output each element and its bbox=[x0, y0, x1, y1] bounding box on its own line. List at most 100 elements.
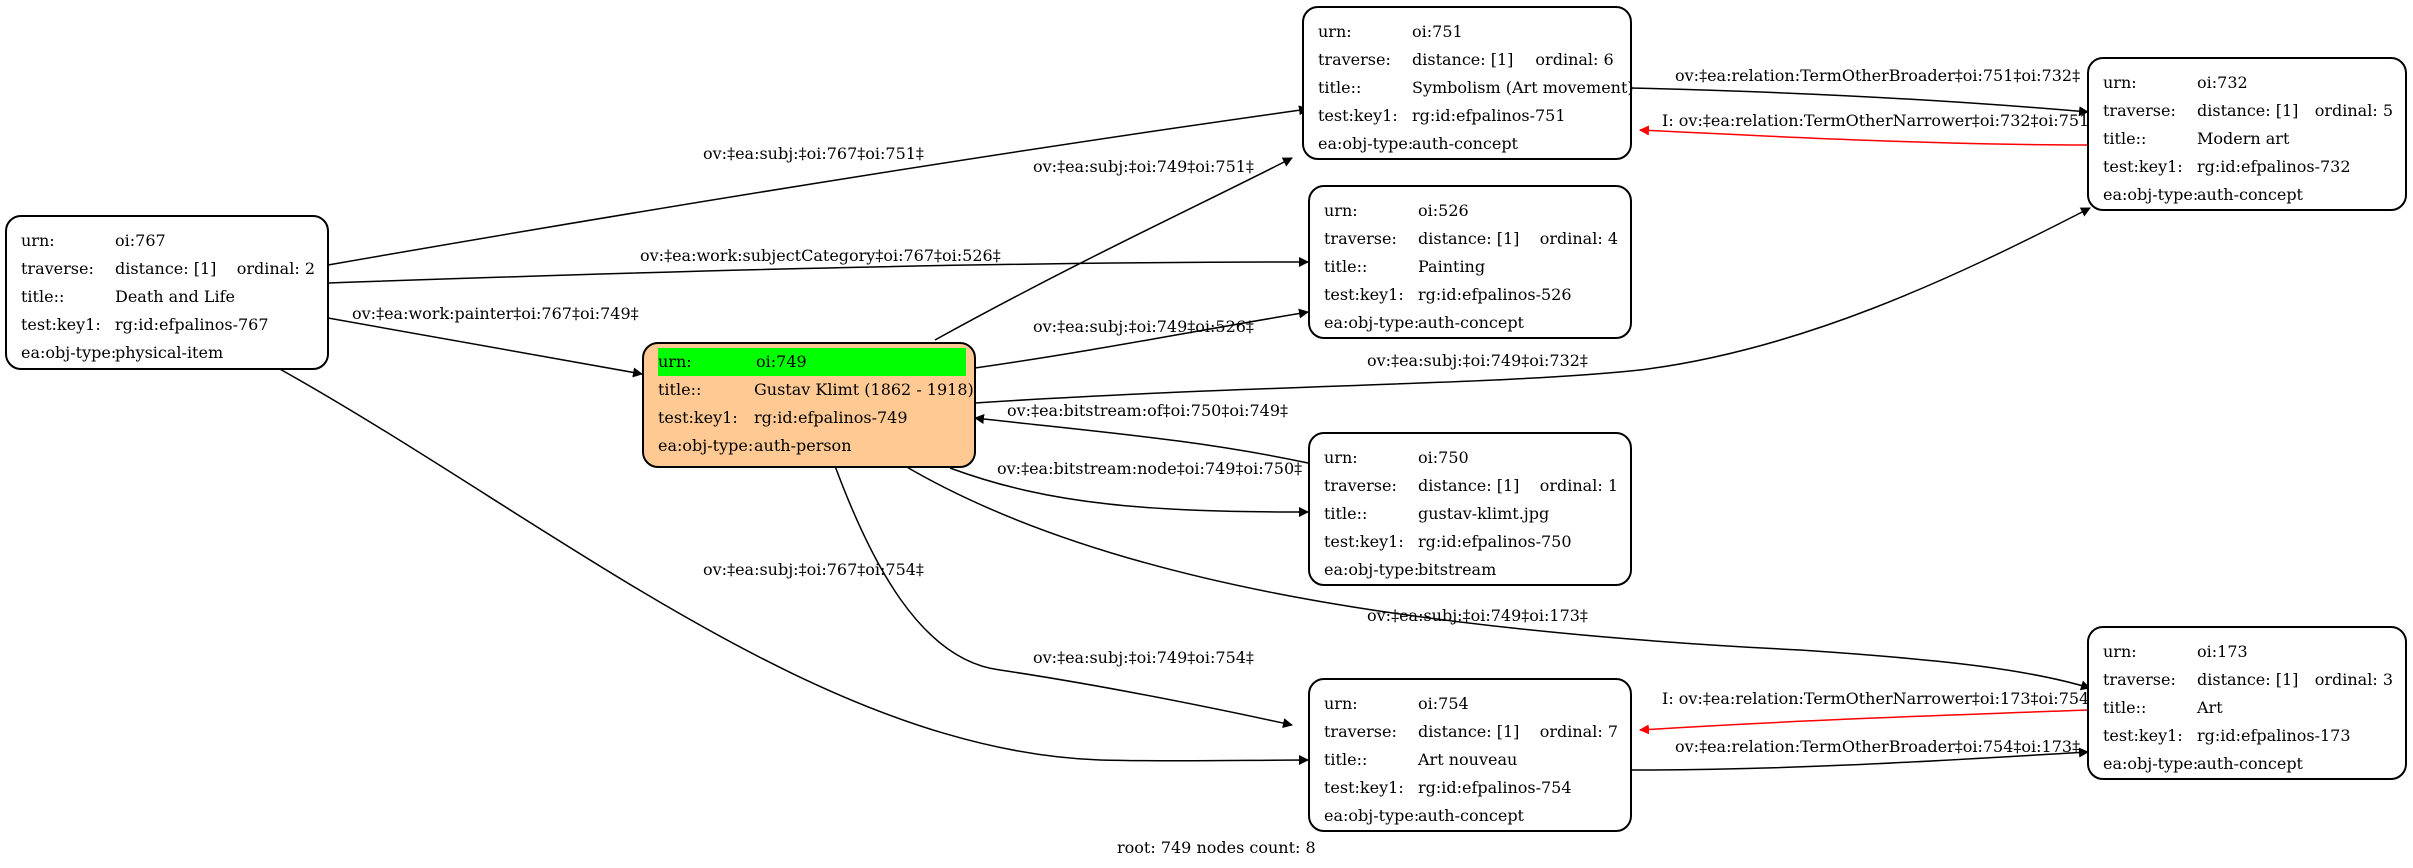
edge-label-767-751: ov:‡ea:subj:‡oi:767‡oi:751‡ bbox=[703, 144, 924, 163]
field-value: rg:id:efpalinos-173 bbox=[2197, 726, 2351, 745]
distance-value: distance: [1] bbox=[1418, 229, 1520, 248]
field-value: auth-concept bbox=[1418, 313, 1524, 332]
edge-label-749-732: ov:‡ea:subj:‡oi:749‡oi:732‡ bbox=[1367, 351, 1588, 370]
field-value: rg:id:efpalinos-767 bbox=[115, 315, 269, 334]
field-value: physical-item bbox=[115, 343, 224, 362]
edge-749-526 bbox=[974, 308, 1309, 369]
field-key: test:key1: bbox=[1324, 778, 1404, 797]
edge-754-173 bbox=[1629, 747, 2089, 771]
field-value: oi:750 bbox=[1418, 448, 1469, 467]
field-value: Symbolism (Art movement) bbox=[1412, 78, 1634, 97]
field-value: rg:id:efpalinos-750 bbox=[1418, 532, 1572, 551]
node-row-traverse: traverse: distance: [1] ordinal: 6 bbox=[1318, 46, 1618, 74]
field-value: oi:526 bbox=[1418, 201, 1469, 220]
field-key: ea:obj-type: bbox=[1324, 560, 1420, 579]
field-key: test:key1: bbox=[1324, 285, 1404, 304]
edge-label-754-173: ov:‡ea:relation:TermOtherBroader‡oi:754‡… bbox=[1675, 737, 2081, 756]
field-key: traverse: bbox=[2103, 670, 2176, 689]
field-value: oi:751 bbox=[1412, 22, 1463, 41]
field-key: test:key1: bbox=[1318, 106, 1398, 125]
field-key: title:: bbox=[2103, 698, 2147, 717]
ordinal-value: ordinal: 2 bbox=[236, 259, 315, 278]
node-row-urn: urn:oi:767 bbox=[21, 227, 315, 255]
field-value: auth-concept bbox=[2197, 185, 2303, 204]
edge-750-749 bbox=[974, 414, 1309, 464]
node-row-key: test:key1:rg:id:efpalinos-767 bbox=[21, 311, 315, 339]
node-row-type: ea:obj-type:auth-person bbox=[658, 432, 962, 460]
edge-173-754-inverse bbox=[1639, 709, 2089, 735]
field-value: Death and Life bbox=[115, 287, 235, 306]
node-row-type: ea:obj-type:bitstream bbox=[1324, 556, 1618, 584]
edge-749-754 bbox=[834, 465, 1293, 728]
node-row-urn: urn:oi:732 bbox=[2103, 69, 2393, 97]
field-key: ea:obj-type: bbox=[1324, 806, 1420, 825]
edge-767-526 bbox=[327, 257, 1309, 284]
node-row-title: title::Modern art bbox=[2103, 125, 2393, 153]
distance-value: distance: [1] bbox=[1418, 722, 1520, 741]
field-value: rg:id:efpalinos-526 bbox=[1418, 285, 1572, 304]
edge-label-749-173: ov:‡ea:subj:‡oi:749‡oi:173‡ bbox=[1367, 606, 1588, 625]
field-key: urn: bbox=[1324, 448, 1358, 467]
field-key: urn: bbox=[1324, 694, 1358, 713]
node-754[interactable]: urn:oi:754 traverse:distance: [1]ordinal… bbox=[1308, 678, 1632, 832]
edge-751-732 bbox=[1629, 87, 2089, 117]
field-key: test:key1: bbox=[2103, 157, 2183, 176]
node-row-key: test:key1:rg:id:efpalinos-173 bbox=[2103, 722, 2393, 750]
field-key: title:: bbox=[21, 287, 65, 306]
node-row-traverse: traverse:distance: [1]ordinal: 2 bbox=[21, 255, 315, 283]
edge-label-767-749: ov:‡ea:work:painter‡oi:767‡oi:749‡ bbox=[352, 304, 639, 323]
field-key: ea:obj-type: bbox=[2103, 185, 2199, 204]
edge-label-749-754: ov:‡ea:subj:‡oi:749‡oi:754‡ bbox=[1033, 648, 1254, 667]
field-value: rg:id:efpalinos-732 bbox=[2197, 157, 2351, 176]
graph-footer: root: 749 nodes count: 8 bbox=[1117, 838, 1316, 857]
edge-label-173-754: I: ov:‡ea:relation:TermOtherNarrower‡oi:… bbox=[1662, 689, 2098, 708]
edge-749-751 bbox=[934, 157, 1293, 341]
node-751[interactable]: urn: oi:751 traverse: distance: [1] ordinal… bbox=[1302, 6, 1634, 160]
edge-749-732 bbox=[974, 207, 2091, 404]
node-732[interactable]: urn:oi:732 traverse:distance: [1]ordinal… bbox=[2087, 57, 2407, 211]
field-key: title:: bbox=[1324, 257, 1368, 276]
node-row-key: test:key1:rg:id:efpalinos-749 bbox=[658, 404, 962, 432]
field-value: Art nouveau bbox=[1418, 750, 1518, 769]
node-526[interactable]: urn: oi:526 traverse:distance: [1]ordinal… bbox=[1308, 185, 1632, 339]
node-173[interactable]: urn:oi:173 traverse:distance: [1]ordinal… bbox=[2087, 626, 2407, 780]
field-value: rg:id:efpalinos-754 bbox=[1418, 778, 1572, 797]
node-row-type: ea:obj-type:auth-concept bbox=[1318, 130, 1618, 158]
field-key: test:key1: bbox=[1324, 532, 1404, 551]
field-value: gustav-klimt.jpg bbox=[1418, 504, 1550, 523]
field-value: oi:754 bbox=[1418, 694, 1469, 713]
node-row-key: test:key1:rg:id:efpalinos-751 bbox=[1318, 102, 1618, 130]
field-key: traverse: bbox=[1324, 722, 1397, 741]
node-row-traverse: traverse:distance: [1]ordinal: 5 bbox=[2103, 97, 2393, 125]
edge-label-750-749: ov:‡ea:bitstream:of‡oi:750‡oi:749‡ bbox=[1007, 401, 1289, 420]
ordinal-value: ordinal: 5 bbox=[2314, 101, 2393, 120]
edge-label-749-751: ov:‡ea:subj:‡oi:749‡oi:751‡ bbox=[1033, 157, 1254, 176]
node-row-traverse: traverse:distance: [1]ordinal: 4 bbox=[1324, 225, 1618, 253]
field-key: urn: bbox=[1318, 22, 1352, 41]
field-key: urn: bbox=[2103, 642, 2137, 661]
field-key: ea:obj-type: bbox=[658, 436, 754, 455]
node-767[interactable]: urn:oi:767 traverse:distance: [1]ordinal… bbox=[5, 215, 329, 370]
field-value: rg:id:efpalinos-749 bbox=[754, 408, 908, 427]
node-750[interactable]: urn:oi:750 traverse:distance: [1]ordinal… bbox=[1308, 432, 1632, 586]
edge-label-751-732: ov:‡ea:relation:TermOtherBroader‡oi:751‡… bbox=[1675, 66, 2081, 85]
field-key: ea:obj-type: bbox=[2103, 754, 2199, 773]
node-row-type: ea:obj-type:physical-item bbox=[21, 339, 315, 367]
distance-value: distance: [1] bbox=[1412, 50, 1514, 69]
field-key: title:: bbox=[658, 380, 702, 399]
distance-value: distance: [1] bbox=[1418, 476, 1520, 495]
node-row-key: test:key1: rg:id:efpalinos-750 bbox=[1324, 528, 1618, 556]
node-row-key: test:key1: rg:id:efpalinos-526 bbox=[1324, 281, 1618, 309]
field-key: traverse: bbox=[1318, 50, 1391, 69]
field-value: auth-concept bbox=[2197, 754, 2303, 773]
field-key: title:: bbox=[1324, 750, 1368, 769]
field-key: ea:obj-type: bbox=[21, 343, 117, 362]
root-node-749[interactable]: urn:oi:749 title::Gustav Klimt (1862 - 1… bbox=[642, 342, 976, 468]
node-row-type: ea:obj-type:auth-concept bbox=[1324, 309, 1618, 337]
field-key: urn: bbox=[1324, 201, 1358, 220]
field-key: ea:obj-type: bbox=[1318, 134, 1414, 153]
node-row-type: ea:obj-type:auth-concept bbox=[2103, 750, 2393, 778]
ordinal-value: ordinal: 6 bbox=[1535, 50, 1614, 69]
edge-label-749-750: ov:‡ea:bitstream:node‡oi:749‡oi:750‡ bbox=[997, 459, 1303, 478]
